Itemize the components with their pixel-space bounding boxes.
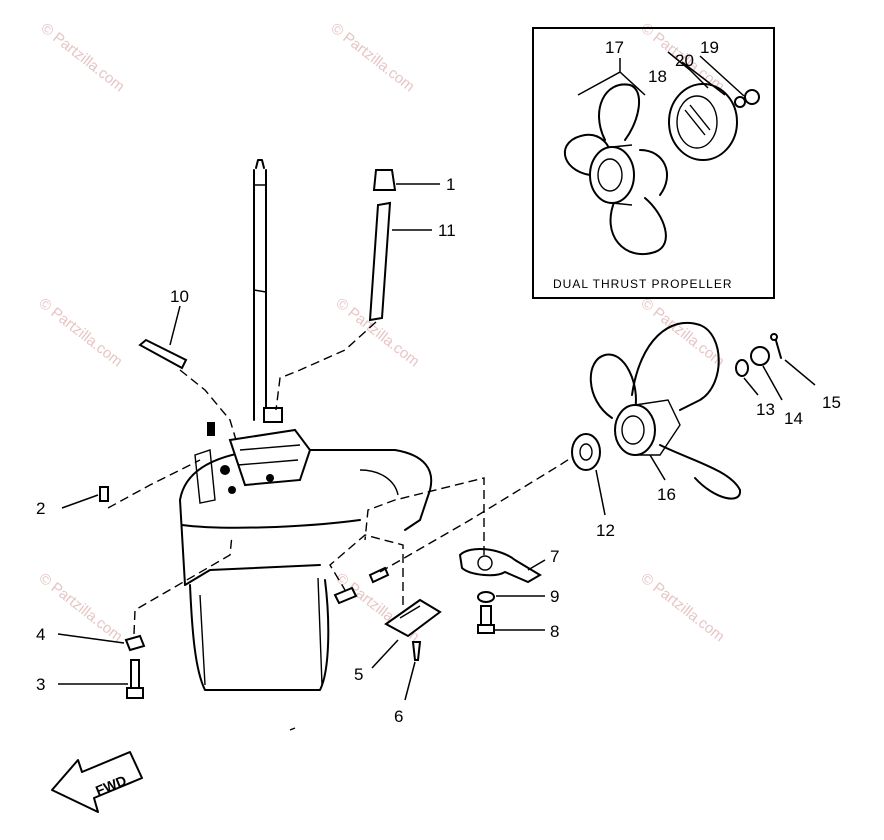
watermark-2: © Partzilla.com: [328, 20, 418, 96]
watermark-9: © Partzilla.com: [638, 570, 728, 646]
part-3-bolt: 3: [36, 659, 144, 699]
callout-7: 7: [550, 547, 559, 566]
inset-caption: DUAL THRUST PROPELLER: [553, 277, 733, 291]
callout-6: 6: [394, 707, 403, 726]
inset-dual-thrust: 17 18 19 20 DUAL THRUST PROPELLER: [532, 27, 775, 299]
callout-14: 14: [784, 409, 803, 428]
callout-12: 12: [596, 521, 615, 540]
watermark-4: © Partzilla.com: [36, 295, 126, 371]
watermark-7: © Partzilla.com: [36, 570, 126, 646]
callout-8: 8: [550, 622, 559, 641]
callout-19: 19: [700, 38, 719, 57]
callout-4: 4: [36, 625, 45, 644]
part-8-bolt: 8: [477, 605, 559, 641]
callout-5: 5: [354, 665, 363, 684]
callout-16: 16: [657, 485, 676, 504]
part-16-propeller: 16: [589, 321, 742, 504]
watermark-6: © Partzilla.com: [638, 295, 728, 371]
part-6-screw: 6: [394, 641, 422, 726]
part-7-trim-tab: 7: [364, 477, 559, 584]
watermarks: © Partzilla.com © Partzilla.com © Partzi…: [36, 20, 728, 646]
part-14-nut: 14: [750, 346, 803, 428]
callout-9: 9: [550, 587, 559, 606]
watermark-1: © Partzilla.com: [38, 20, 128, 96]
part-15-cotter-pin: 15: [770, 333, 841, 412]
callout-11: 11: [438, 221, 456, 240]
part-9-washer: 9: [477, 587, 559, 606]
callout-18: 18: [648, 67, 667, 86]
callout-2: 2: [36, 499, 45, 518]
fwd-arrow-icon: FWD: [51, 751, 143, 813]
fwd-label: FWD: [93, 772, 129, 799]
drive-shaft: [253, 159, 283, 423]
part-5-anode: 5: [329, 534, 442, 684]
part-2-pin: 2: [36, 459, 201, 518]
part-12-thrust-washer: 12: [571, 433, 615, 540]
part-11-hose: 11: [275, 201, 456, 411]
callout-13: 13: [756, 400, 775, 419]
callout-1: 1: [446, 175, 455, 194]
callout-20: 20: [675, 51, 694, 70]
lower-unit-housing: [179, 422, 433, 731]
part-13-washer: 13: [735, 359, 775, 419]
part-10-clip: 10: [138, 287, 237, 441]
part-4-washer: 4: [36, 534, 233, 652]
callout-3: 3: [36, 675, 45, 694]
callout-10: 10: [170, 287, 189, 306]
callout-17: 17: [605, 38, 624, 57]
callout-15: 15: [822, 393, 841, 412]
part-1-cap: 1: [372, 169, 455, 194]
body-marks: [333, 451, 581, 605]
